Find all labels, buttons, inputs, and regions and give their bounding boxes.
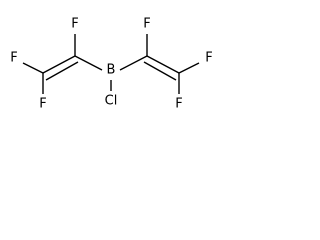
bond-c2-b bbox=[74, 55, 103, 71]
atom-label-fluorine: F bbox=[143, 17, 150, 32]
bond-b-c3 bbox=[119, 55, 148, 71]
atom-label-boron: B bbox=[107, 63, 116, 78]
bonds bbox=[22, 34, 200, 94]
bond-c4-f-upper bbox=[178, 62, 200, 74]
bond-c1-c2-double-outer bbox=[42, 55, 76, 74]
bond-c1-c2-double-inner bbox=[45, 61, 79, 81]
atom-label-chlorine: Cl bbox=[105, 94, 118, 109]
atom-label-fluorine: F bbox=[175, 97, 182, 112]
bond-c1-f-upper bbox=[22, 62, 44, 74]
atom-label-fluorine: F bbox=[205, 51, 212, 66]
molecule-structure-diagram: F F F B Cl F F F bbox=[10, 17, 212, 112]
bond-c3-c4-double-outer bbox=[146, 55, 180, 74]
atom-label-fluorine: F bbox=[10, 51, 17, 66]
atom-label-fluorine: F bbox=[39, 97, 46, 112]
atom-labels: F F F B Cl F F F bbox=[10, 17, 212, 112]
bond-c3-c4-double-inner bbox=[143, 61, 177, 81]
atom-label-fluorine: F bbox=[71, 17, 78, 32]
